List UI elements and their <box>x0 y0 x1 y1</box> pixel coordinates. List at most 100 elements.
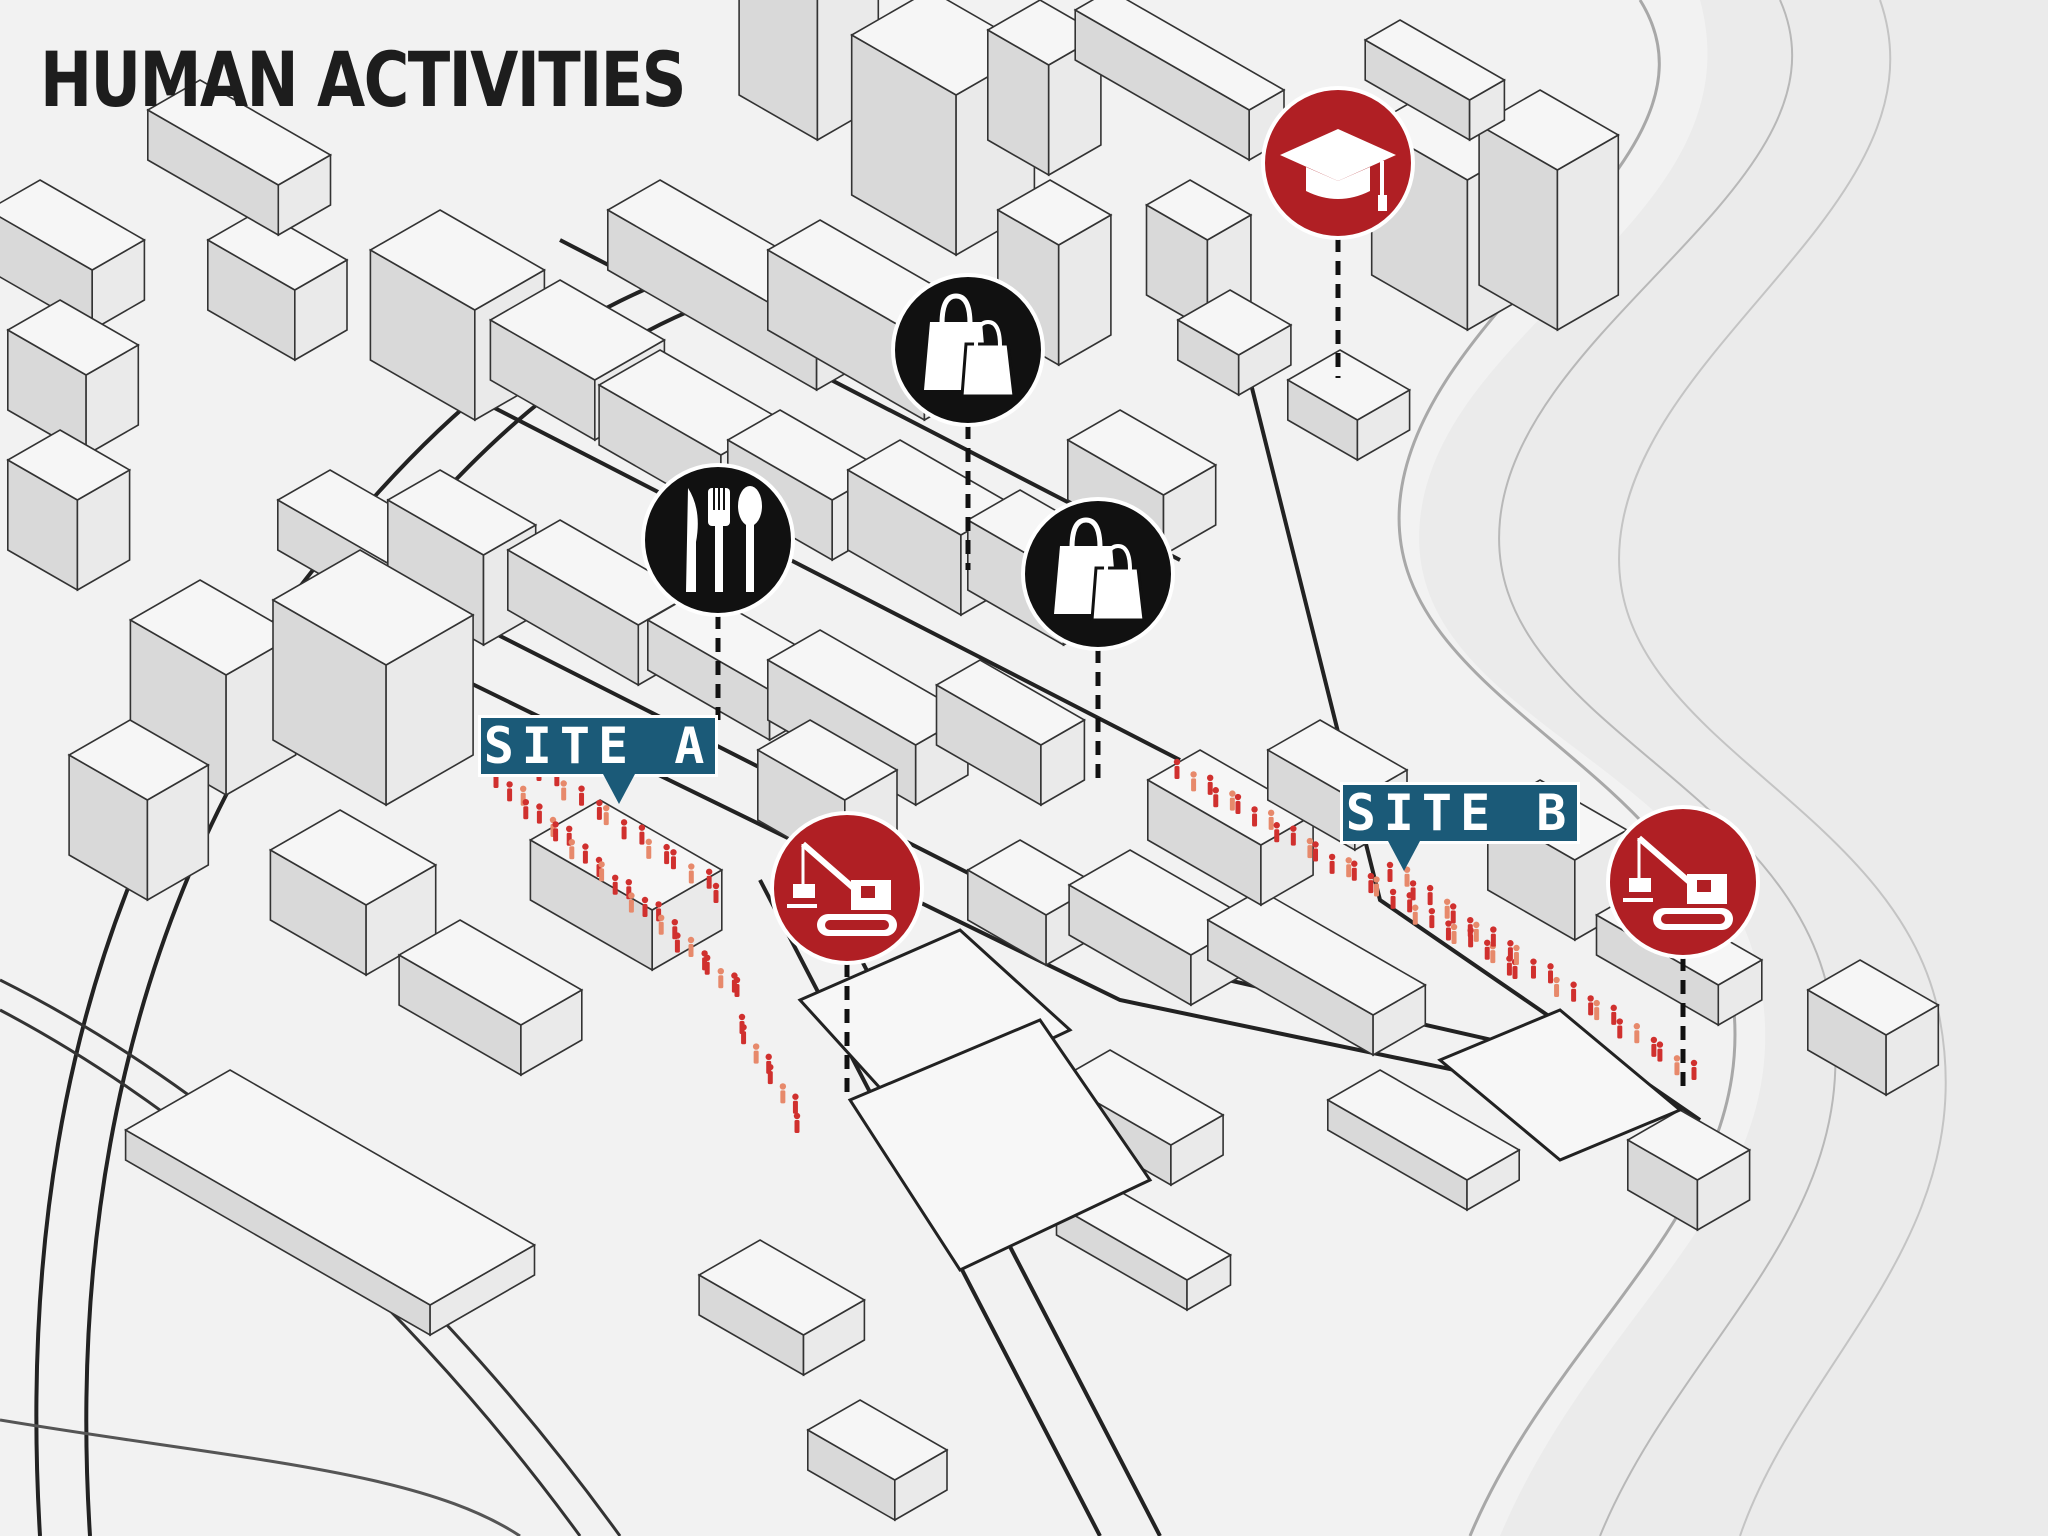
pedestrian-figure <box>1593 999 1600 1021</box>
river-contour <box>1498 0 1837 1536</box>
pedestrian-figure <box>1690 1059 1698 1080</box>
pedestrian-figure <box>1530 958 1537 979</box>
pedestrian-figure <box>1547 963 1554 984</box>
pedestrian-figure <box>740 1024 747 1045</box>
pedestrian-figure <box>1234 793 1242 815</box>
pedestrian-figure <box>670 849 677 870</box>
activity-markers <box>641 86 1760 1100</box>
pedestrian-figure <box>1206 774 1214 795</box>
pedestrian-figure <box>582 843 589 864</box>
shopping-bags-icon <box>924 293 1016 398</box>
pedestrian-figure <box>1490 926 1497 947</box>
pedestrian-figure <box>733 976 741 997</box>
pedestrian-figure <box>1467 916 1474 938</box>
pedestrian-figure <box>1673 1055 1681 1076</box>
shopping-marker-south <box>1021 497 1175 780</box>
site-a-label: SITE A <box>478 715 718 804</box>
pedestrian-figure <box>603 804 610 826</box>
pedestrian-figure <box>560 780 567 801</box>
pedestrian-figure <box>717 968 724 989</box>
river-contour-2 <box>1618 0 1947 1536</box>
empty-lot-site-a <box>797 928 1073 1112</box>
pedestrian-figure <box>688 863 695 884</box>
pedestrian-figure <box>738 1013 746 1034</box>
pedestrian-figure <box>1443 898 1451 919</box>
pedestrian-figure <box>1473 921 1480 942</box>
dining-marker <box>641 463 795 720</box>
block-sw-6 <box>934 659 1087 807</box>
crane-icon <box>1623 835 1733 930</box>
railway-line-3 <box>0 1418 521 1536</box>
empty-lot-south <box>847 1018 1153 1272</box>
pedestrian-figure <box>612 874 619 895</box>
pedestrian-figure <box>596 799 603 820</box>
cutlery-icon <box>686 486 762 592</box>
pedestrian-figure <box>752 1043 760 1064</box>
education-marker <box>1261 86 1415 378</box>
block-b-7 <box>1326 1069 1521 1212</box>
context-w-5 <box>146 79 333 237</box>
tower-shop <box>996 179 1113 367</box>
pedestrian-figure <box>1251 806 1258 827</box>
pedestrian-figure <box>1367 872 1375 894</box>
pedestrian-figure <box>1345 857 1352 878</box>
pedestrian-figure <box>1312 841 1319 862</box>
pedestrian-figure <box>1190 771 1197 792</box>
pedestrian-figure <box>552 821 559 842</box>
pedestrian-figure <box>1412 904 1419 925</box>
pedestrian-figure <box>1426 884 1434 906</box>
pedestrian-figure <box>1484 939 1491 960</box>
empty-lot-site-b <box>1437 1008 1683 1162</box>
site-a-rowhouses <box>528 799 724 972</box>
pedestrian-figure <box>1409 880 1417 901</box>
pedestrian-figure <box>1267 809 1275 830</box>
block-s-2 <box>806 1399 949 1522</box>
context-w-4 <box>206 209 349 362</box>
pedestrian-figure <box>792 1093 799 1114</box>
pedestrian-figure <box>687 936 695 957</box>
pedestrian-figure <box>1650 1036 1658 1057</box>
pedestrian-figure <box>1656 1041 1664 1062</box>
pedestrian-figure <box>1445 920 1452 941</box>
pedestrian-figure <box>1587 995 1594 1016</box>
pedestrian-figure <box>1610 1004 1617 1025</box>
block-e-2 <box>1626 1109 1752 1232</box>
pedestrian-figure <box>765 1053 772 1074</box>
pedestrian-figure <box>793 1112 801 1133</box>
pedestrian-figure <box>663 843 670 865</box>
pedestrian-figure <box>1351 860 1358 881</box>
pedestrian-figure <box>704 954 711 975</box>
shopping-marker-north <box>891 273 1045 570</box>
block-s-1 <box>697 1239 867 1377</box>
pedestrian-figure <box>1306 837 1314 859</box>
pedestrian-figure <box>1616 1018 1623 1039</box>
pedestrian-figure <box>1570 981 1577 1002</box>
pedestrian-figure <box>628 892 635 913</box>
tower-sw-2 <box>271 549 475 807</box>
slab-ne <box>1363 19 1507 142</box>
pedestrian-figure <box>1450 923 1458 944</box>
pedestrian-figure <box>658 914 665 935</box>
pedestrian-figure <box>568 839 575 860</box>
pedestrian-figure <box>712 882 720 903</box>
pedestrian-figure <box>536 803 543 824</box>
site-b-label: SITE B <box>1340 782 1580 871</box>
context-w-3 <box>6 429 132 592</box>
pedestrian-figure <box>779 1083 787 1104</box>
pedestrian-figure <box>645 838 652 859</box>
site-b-rowhouses <box>1206 889 1427 1057</box>
pedestrian-figure <box>1553 976 1560 998</box>
tower-ne-2 <box>1477 89 1620 332</box>
pedestrian-figure <box>1212 787 1219 808</box>
pedestrian-figure <box>1290 825 1297 846</box>
pedestrian-figure <box>641 896 649 917</box>
river-terrain <box>1419 0 2048 1536</box>
pedestrian-figure <box>1328 853 1336 874</box>
pedestrian-figure <box>1513 944 1520 965</box>
tower-sw-3 <box>67 719 210 902</box>
block-n-3 <box>1286 349 1412 462</box>
pedestrian-figure <box>578 785 585 806</box>
construction-marker-site-a <box>770 811 924 1100</box>
